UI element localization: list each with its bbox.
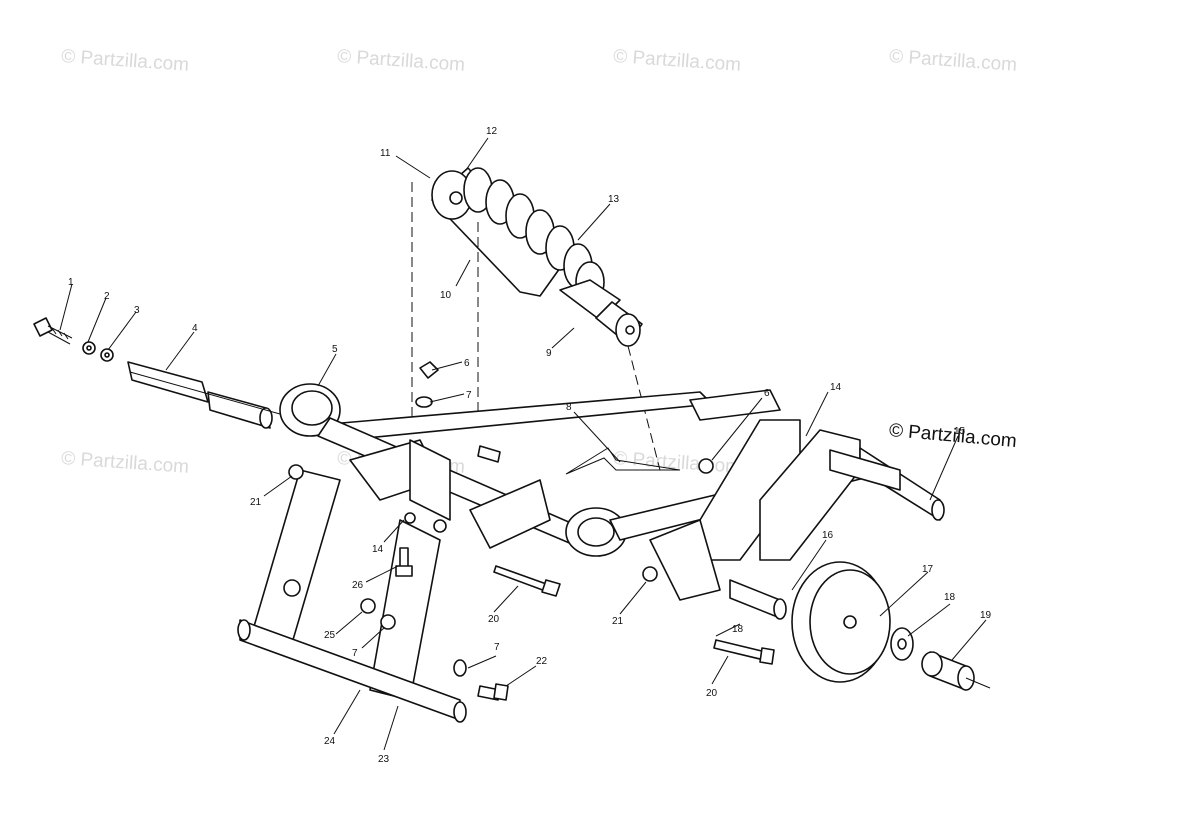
wheel-assembly <box>729 561 991 691</box>
callout-label: 15 <box>954 426 966 437</box>
front-arm-assembly <box>237 383 945 723</box>
callout-label: 7 <box>494 642 500 653</box>
callout-label: 14 <box>830 382 842 393</box>
callout-label: 21 <box>612 616 624 627</box>
shock-absorber <box>431 167 643 347</box>
callout-label: 22 <box>536 656 548 667</box>
callout-label: 13 <box>608 194 620 205</box>
upper-bolt-assembly <box>33 317 281 429</box>
callout-label: 3 <box>134 305 140 316</box>
callout-label: 12 <box>486 126 498 137</box>
callout-labels: 1 2 3 4 5 6 7 8 6 14 15 9 10 11 12 13 21… <box>68 126 992 765</box>
callout-label: 2 <box>104 291 110 302</box>
callout-label: 11 <box>380 148 391 159</box>
callout-label: 21 <box>250 497 262 508</box>
callout-label: 1 <box>68 277 74 288</box>
callout-label: 24 <box>324 736 336 747</box>
callout-label: 18 <box>944 592 956 603</box>
callout-label: 5 <box>332 344 338 355</box>
callout-label: 26 <box>352 580 364 591</box>
callout-label: 20 <box>488 614 500 625</box>
callout-label: 20 <box>706 688 718 699</box>
callout-label: 6 <box>464 358 470 369</box>
callout-label: 23 <box>378 754 390 765</box>
callout-label: 6 <box>764 388 770 399</box>
fasteners <box>288 361 775 701</box>
callout-label: 4 <box>192 323 198 334</box>
callout-label: 7 <box>466 390 472 401</box>
callout-label: 18 <box>732 624 744 635</box>
callout-label: 14 <box>372 544 384 555</box>
callout-label: 17 <box>922 564 934 575</box>
callout-label: 16 <box>822 530 834 541</box>
leader-lines <box>59 137 987 751</box>
callout-label: 10 <box>440 290 452 301</box>
callout-label: 25 <box>324 630 336 641</box>
callout-label: 7 <box>352 648 358 659</box>
callout-label: 9 <box>546 348 552 359</box>
callout-label: 19 <box>980 610 992 621</box>
callout-label: 8 <box>566 402 572 413</box>
